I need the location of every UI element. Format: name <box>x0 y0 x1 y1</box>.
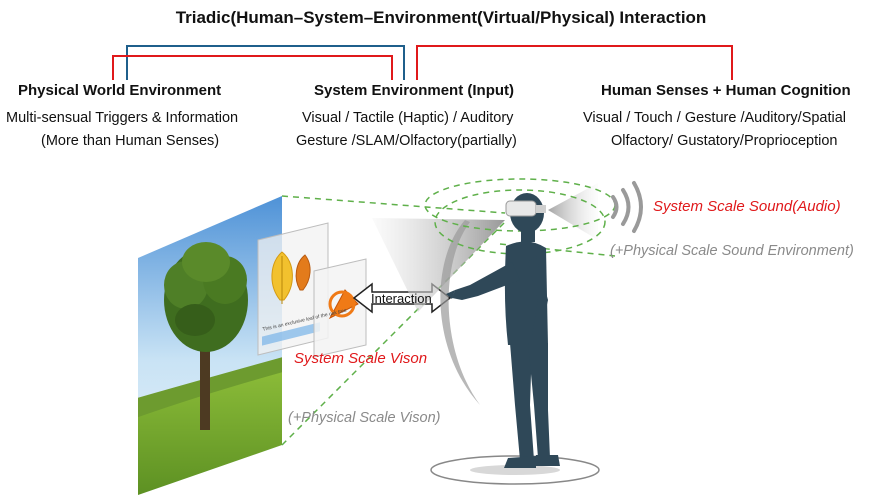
physical-scale-sound-label: (+Physical Scale Sound Environment) <box>610 243 854 259</box>
sound-wave-icon <box>611 181 643 233</box>
vr-headset-icon <box>505 200 546 217</box>
system-environment-line-1: Visual / Tactile (Haptic) / Auditory <box>302 110 514 126</box>
system-scale-sound-label: System Scale Sound(Audio) <box>653 198 841 215</box>
human-senses-heading: Human Senses + Human Cognition <box>601 82 851 99</box>
bracket-blue <box>126 45 405 80</box>
physical-scale-vision-label: (+Physical Scale Vison) <box>288 410 441 426</box>
bracket-red-right <box>416 45 733 80</box>
system-environment-line-2: Gesture /SLAM/Olfactory(partially) <box>296 133 517 149</box>
physical-world-line-2: (More than Human Senses) <box>41 133 220 149</box>
floor-shadow <box>470 465 560 475</box>
physical-world-heading: Physical World Environment <box>18 82 222 99</box>
interaction-label: Interaction <box>371 291 432 306</box>
floor-ring <box>430 455 600 485</box>
vision-cone <box>372 218 505 312</box>
human-senses-line-1: Visual / Touch / Gesture /Auditory/Spati… <box>583 110 847 126</box>
sound-cone <box>548 183 598 240</box>
bracket-red-left <box>112 55 393 80</box>
diagram-title: Triadic(Human–System–Environment(Virtual… <box>175 8 707 27</box>
system-environment-heading: System Environment (Input) <box>314 82 515 99</box>
interaction-arrow <box>352 282 452 314</box>
virtual-screen-back <box>257 222 329 356</box>
physical-world-line-1: Multi-sensual Triggers & Information <box>6 110 239 126</box>
system-scale-vision-label: System Scale Vison <box>294 350 428 367</box>
gesture-range-arc <box>440 220 480 405</box>
virtual-screen-front <box>313 258 367 358</box>
human-senses-line-2: Olfactory/ Gustatory/Proprioception <box>611 133 838 149</box>
